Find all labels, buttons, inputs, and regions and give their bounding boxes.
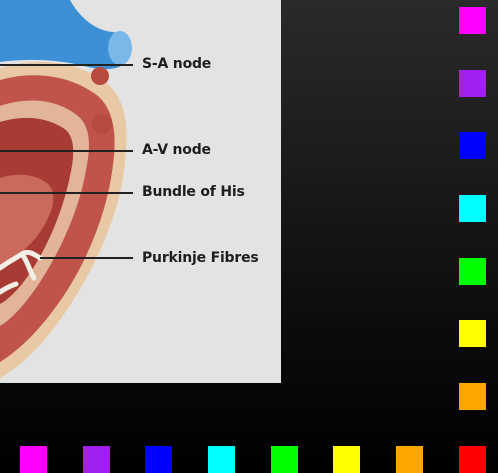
swatch-green: [459, 258, 486, 285]
swatch-orange: [396, 446, 423, 473]
label-bundle-of-his: Bundle of His: [142, 184, 245, 200]
label-purkinje-fibres: Purkinje Fibres: [142, 250, 259, 266]
swatch-purple: [459, 70, 486, 97]
vessel-opening: [108, 31, 132, 65]
swatch-blue: [459, 132, 486, 159]
swatch-yellow: [333, 446, 360, 473]
label-av-node: A-V node: [142, 142, 211, 158]
label-sa-node: S-A node: [142, 56, 211, 72]
swatch-cyan: [208, 446, 235, 473]
swatch-yellow: [459, 320, 486, 347]
nodule-mid: [92, 114, 112, 134]
swatch-cyan: [459, 195, 486, 222]
swatch-orange: [459, 383, 486, 410]
swatch-green: [271, 446, 298, 473]
nodule-top: [91, 67, 109, 85]
swatch-blue: [145, 446, 172, 473]
swatch-purple: [83, 446, 110, 473]
swatch-magenta: [459, 7, 486, 34]
swatch-magenta: [20, 446, 47, 473]
heart-conduction-diagram: S-A node A-V node Bundle of His Purkinje…: [0, 0, 281, 383]
swatch-red: [459, 446, 486, 473]
